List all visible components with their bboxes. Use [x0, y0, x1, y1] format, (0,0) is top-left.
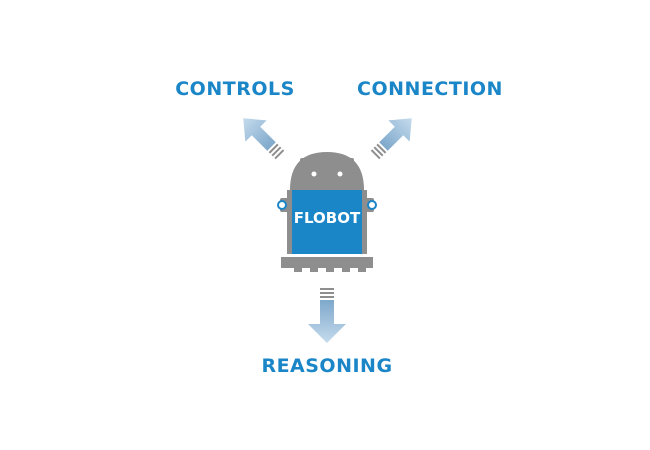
robot-head [290, 152, 364, 190]
robot-eye-right [337, 171, 343, 177]
robot-name-label: FLOBOT [294, 209, 361, 227]
robot-ear-left [277, 200, 287, 210]
controls-label: CONTROLS [175, 78, 295, 100]
robot-icon: FLOBOT [277, 152, 377, 272]
arrow-up-left-icon [243, 118, 285, 160]
robot-ear-right [367, 200, 377, 210]
reasoning-label: REASONING [261, 355, 393, 377]
robot-base [281, 257, 373, 272]
connection-label: CONNECTION [357, 78, 503, 100]
arrow-up-right-icon [370, 118, 412, 160]
robot-body [292, 190, 362, 254]
robot-eye-left [311, 171, 317, 177]
arrow-down-icon [308, 288, 346, 343]
